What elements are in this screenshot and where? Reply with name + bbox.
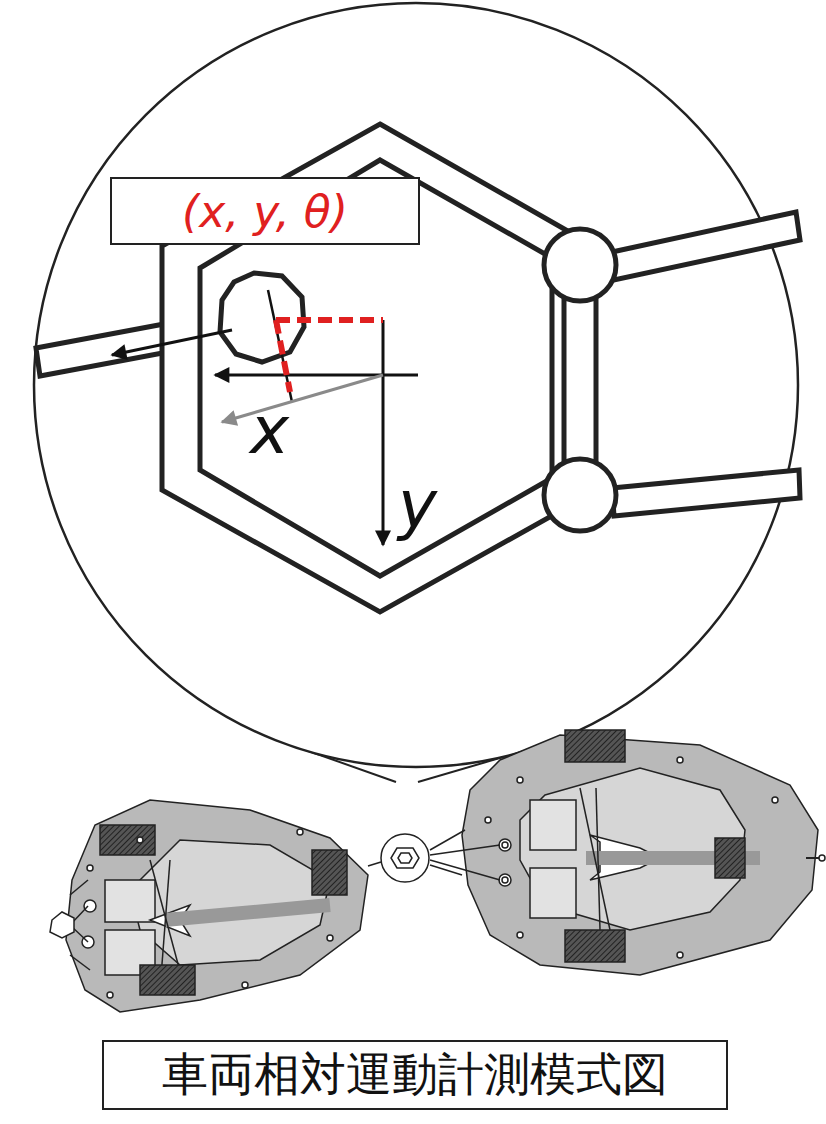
zoom-circle <box>34 3 798 767</box>
towed-vehicle <box>50 800 368 1012</box>
towing-vehicle <box>430 730 825 975</box>
coupler-detail <box>36 124 800 612</box>
caption-box: 車両相対運動計測模式図 <box>102 1040 728 1110</box>
coupler-small <box>368 834 429 882</box>
caption-text: 車両相対運動計測模式図 <box>162 1044 668 1106</box>
measurement-axes <box>112 290 418 545</box>
coordinate-text: (x, y, θ) <box>182 186 348 237</box>
axis-label: x <box>250 398 289 464</box>
axis-label: y <box>398 472 437 538</box>
coordinate-box: (x, y, θ) <box>110 177 420 245</box>
